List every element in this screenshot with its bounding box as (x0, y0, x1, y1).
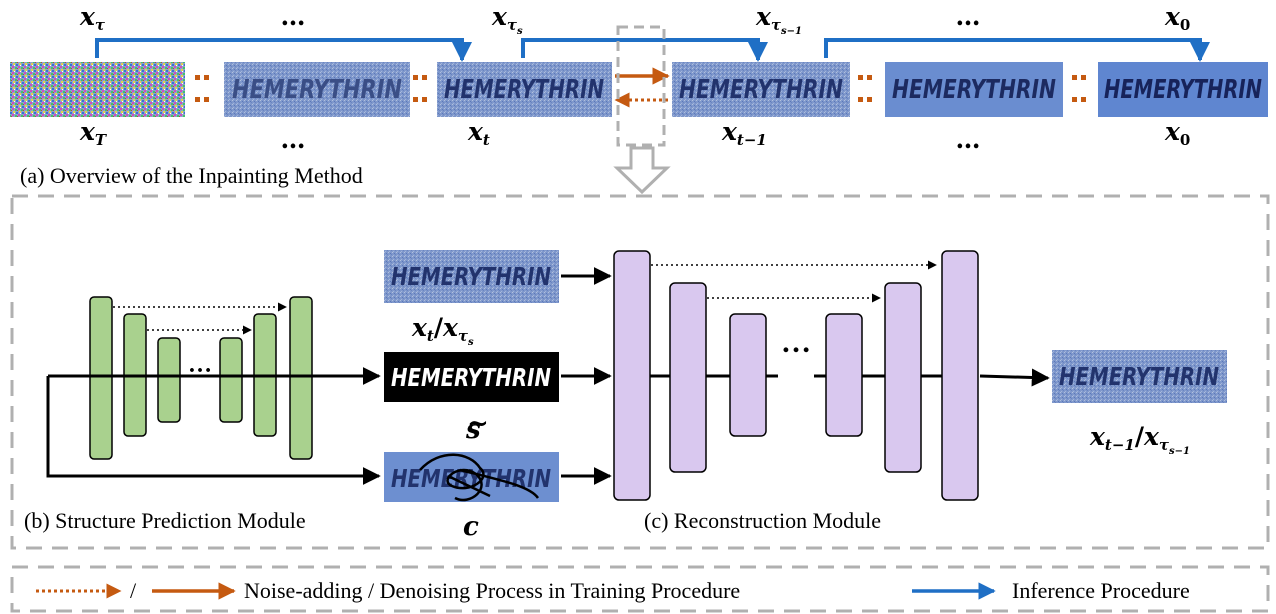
label-x-T: x (79, 117, 96, 146)
label-x-t-1: x (721, 117, 738, 146)
green-block-3 (157, 337, 181, 423)
svg-text:xt−1: xt−1 (721, 117, 767, 149)
purple-block-4 (825, 313, 863, 437)
frame-xt-1 (672, 62, 850, 117)
module-output: HEMERYTHRIN xt−1/xτs−1 (1052, 350, 1227, 457)
overview-caption: (a) Overview of the Inpainting Method (20, 163, 363, 188)
svg-text:xτs: xτs (491, 2, 523, 37)
inference-arrow-3 (824, 38, 1210, 62)
label-x-tau-s: x (491, 2, 508, 31)
purple-block-1 (613, 250, 651, 501)
frame-5-text: HEMERYTHRIN (892, 75, 1056, 105)
legend-inference-label: Inference Procedure (1012, 578, 1190, 603)
green-block-4 (219, 337, 243, 423)
reconstruction-caption: (c) Reconstruction Module (644, 508, 881, 533)
svg-text:x0: x0 (1164, 117, 1190, 149)
output-label-xt-1: x (1089, 422, 1106, 451)
zoom-box (616, 25, 666, 147)
svg-text:xt/xτs: xt/xτs (411, 313, 474, 348)
frame-5 (885, 62, 1063, 117)
svg-text:xτ: xτ (79, 2, 106, 34)
green-block-1 (89, 296, 113, 460)
svg-text:xt: xt (467, 117, 490, 149)
legend-box (10, 565, 1270, 613)
module-inputs: HEMERYTHRIN HEMERYTHRIN HEMERYTHRIN (384, 250, 559, 502)
label-x-tau-s-1: x (755, 2, 772, 31)
inference-arrow-1 (95, 38, 472, 62)
green-block-6 (289, 296, 313, 460)
frame-2 (224, 62, 410, 117)
labels-below: xT … xt xt−1 … x0 (79, 117, 1190, 154)
label-ellipsis-below-1: … (281, 125, 306, 154)
output-label-x-tau-s-1: x (1143, 422, 1160, 451)
frame-xt-text: HEMERYTHRIN (444, 75, 604, 105)
svg-text:xt−1/xτs−1: xt−1/xτs−1 (1089, 422, 1190, 457)
legend: / Noise-adding / Denoising Process in Tr… (10, 565, 1270, 613)
reconstruction-module: … (613, 250, 979, 501)
legend-slash: / (130, 578, 137, 603)
label-ellipsis-above-2: … (956, 2, 981, 31)
legend-training-label: Noise-adding / Denoising Process in Trai… (244, 578, 740, 603)
frame-noise (10, 62, 185, 117)
purple-ellipsis: … (781, 326, 811, 359)
flow-mask-branch (46, 376, 381, 485)
label-x0-below: x (1164, 117, 1181, 146)
input-noisy-image (384, 250, 559, 303)
svg-text:xT: xT (79, 117, 108, 149)
structure-prediction-module: … (89, 296, 313, 460)
purple-block-3 (729, 313, 767, 437)
purple-block-2 (669, 282, 707, 473)
overview-row: HEMERYTHRIN HEMERYTHRIN HEMERYTHRIN HEME… (10, 2, 1268, 195)
svg-text:xτs−1: xτs−1 (755, 2, 802, 37)
mask-label-c: c (463, 512, 479, 542)
flow-lines (46, 267, 1050, 485)
frame-xt (437, 62, 612, 117)
purple-block-6 (941, 250, 979, 501)
structure-caption: (b) Structure Prediction Module (24, 508, 306, 533)
structure-label-tilde: ~ (467, 409, 489, 439)
green-ellipsis: … (188, 352, 212, 378)
purple-block-5 (884, 282, 922, 473)
structure-image (384, 352, 559, 402)
hollow-down-arrow (613, 146, 671, 195)
inference-arrow-2 (521, 38, 768, 62)
svg-text:x0: x0 (1164, 2, 1190, 34)
label-x-t: x (467, 117, 484, 146)
mask-scribble (419, 453, 540, 502)
input-noisy-text: HEMERYTHRIN (391, 262, 551, 291)
label-x-tau: x (79, 2, 96, 31)
input-label-xt: x (411, 313, 428, 342)
flow-to-output (979, 368, 1050, 387)
labels-above: xτ … xτs xτs−1 … x0 (79, 2, 1190, 37)
input-label-x-tau-s: x (442, 313, 459, 342)
output-text: HEMERYTHRIN (1059, 362, 1219, 391)
frame-2-text: HEMERYTHRIN (232, 75, 402, 105)
label-ellipsis-above-1: … (281, 2, 306, 31)
module-input-labels: xt/xτs ~ s c (411, 313, 489, 542)
frame-xt-1-text: HEMERYTHRIN (679, 75, 843, 105)
frame-x0-text: HEMERYTHRIN (1104, 75, 1262, 105)
frame-x0 (1098, 62, 1268, 117)
label-ellipsis-below-2: … (956, 125, 981, 154)
module-box (10, 194, 1270, 550)
output-image (1052, 350, 1227, 403)
structure-label-s: s (465, 415, 481, 445)
label-x0-above: x (1164, 2, 1181, 31)
structure-text: HEMERYTHRIN (391, 363, 551, 392)
separator-dots (195, 75, 1086, 102)
